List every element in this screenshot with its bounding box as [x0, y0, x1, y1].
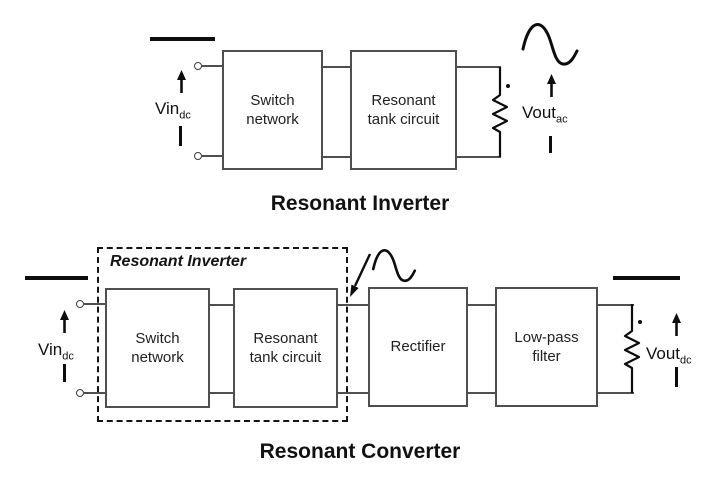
wire — [338, 304, 368, 306]
wire — [598, 304, 634, 306]
vout-sub: ac — [556, 113, 568, 126]
vin-base: Vin — [155, 99, 180, 118]
line-segment — [63, 364, 66, 382]
vin-sub: dc — [179, 109, 191, 122]
wire — [210, 392, 233, 394]
wire — [323, 66, 350, 68]
up-arrow-icon — [60, 310, 69, 333]
resistor-icon — [491, 67, 509, 157]
wire — [201, 65, 223, 67]
vout-ac-label: Voutac — [522, 103, 568, 125]
dc-level-bar-icon — [150, 37, 215, 41]
line-segment — [549, 136, 552, 153]
block-label: Switch network — [131, 329, 184, 367]
up-arrow-icon — [672, 313, 681, 336]
vin-dc-label: Vindc — [38, 340, 74, 362]
sine-wave-icon — [371, 249, 417, 283]
wire — [83, 303, 105, 305]
resistor-icon — [623, 304, 641, 393]
block-resonant-tank: Resonant tank circuit — [233, 288, 338, 408]
block-label: Rectifier — [390, 338, 446, 356]
vout-base: Vout — [646, 344, 681, 363]
vin-base: Vin — [38, 340, 63, 359]
vin-dc-label: Vindc — [155, 99, 191, 121]
polarity-dot-icon — [638, 320, 642, 324]
block-switch-network: Switch network — [105, 288, 210, 408]
wire — [201, 155, 223, 157]
wire — [338, 392, 368, 394]
wire — [468, 392, 495, 394]
pointer-arrow-icon — [350, 253, 372, 297]
polarity-dot-icon — [506, 84, 510, 88]
up-arrow-icon — [177, 70, 186, 93]
block-label: Resonant tank circuit — [249, 329, 322, 367]
sine-wave-icon — [521, 23, 579, 66]
block-lowpass-filter: Low-pass filter — [495, 287, 598, 407]
dc-level-bar-icon — [25, 276, 88, 280]
block-label: Switch network — [246, 91, 299, 129]
wire — [210, 304, 233, 306]
wire — [83, 392, 105, 394]
wire — [598, 392, 634, 394]
dashed-group-label: Resonant Inverter — [110, 253, 247, 270]
block-label: Resonant tank circuit — [367, 91, 440, 129]
diagram-title-resonant-inverter: Resonant Inverter — [270, 192, 450, 215]
block-resonant-tank: Resonant tank circuit — [350, 50, 457, 170]
wire — [323, 156, 350, 158]
vin-sub: dc — [62, 350, 74, 363]
vout-sub: dc — [680, 354, 692, 367]
dashed-group-box — [97, 247, 348, 422]
diagram-title-resonant-converter: Resonant Converter — [259, 440, 461, 463]
wire — [457, 156, 501, 158]
wire — [468, 304, 495, 306]
line-segment — [675, 367, 678, 387]
line-segment — [179, 126, 182, 146]
up-arrow-icon — [547, 74, 556, 97]
dc-level-bar-icon — [613, 276, 680, 280]
vout-base: Vout — [522, 103, 557, 122]
vout-dc-label: Voutdc — [646, 344, 692, 366]
block-rectifier: Rectifier — [368, 287, 468, 407]
wire — [457, 66, 501, 68]
block-switch-network: Switch network — [222, 50, 323, 170]
block-label: Low-pass filter — [514, 328, 579, 366]
